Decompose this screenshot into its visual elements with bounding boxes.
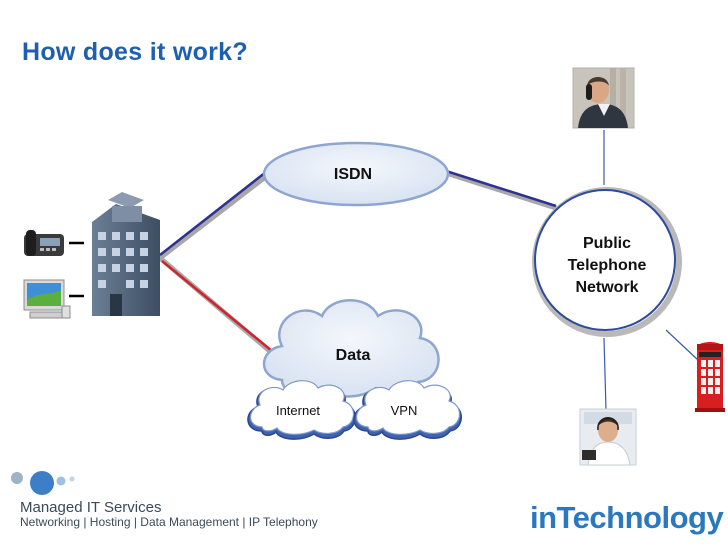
ptn-label-line-3: Network: [575, 279, 639, 296]
desk-phone-icon: [24, 230, 64, 256]
phonebox-link: [665, 329, 699, 361]
vpn-label: VPN: [390, 403, 418, 418]
computer-icon: [23, 279, 71, 319]
bottom-phone-link: [603, 337, 607, 411]
isdn-node: [262, 141, 450, 207]
person-with-headset-photo: [579, 408, 637, 466]
internet-label: Internet: [275, 403, 321, 418]
managed-it-services-logo: [11, 471, 75, 495]
data-label: Data: [335, 347, 371, 364]
data-connection: [158, 256, 274, 355]
brand-logo-text: inTechnology: [530, 500, 724, 535]
red-phone-box-icon: [695, 342, 725, 412]
internet-cloud: [247, 380, 356, 440]
isdn-connection: [158, 171, 270, 260]
ptn-label-line-2: Telephone: [567, 257, 647, 274]
footer-subtitle: Networking | Hosting | Data Management |…: [20, 515, 318, 529]
ptn-node: [534, 189, 676, 331]
vpn-cloud: [353, 380, 462, 440]
ptn-label-line-1: Public: [582, 235, 631, 252]
isdn-label: ISDN: [333, 166, 373, 183]
person-on-phone-photo-top: [572, 67, 635, 129]
page-title: How does it work?: [22, 38, 248, 66]
ptn-label: Public Telephone Network: [548, 233, 666, 299]
isdn-to-ptn-connection: [445, 169, 557, 211]
office-building-icon: [92, 192, 160, 316]
footer-title: Managed IT Services: [20, 499, 162, 516]
